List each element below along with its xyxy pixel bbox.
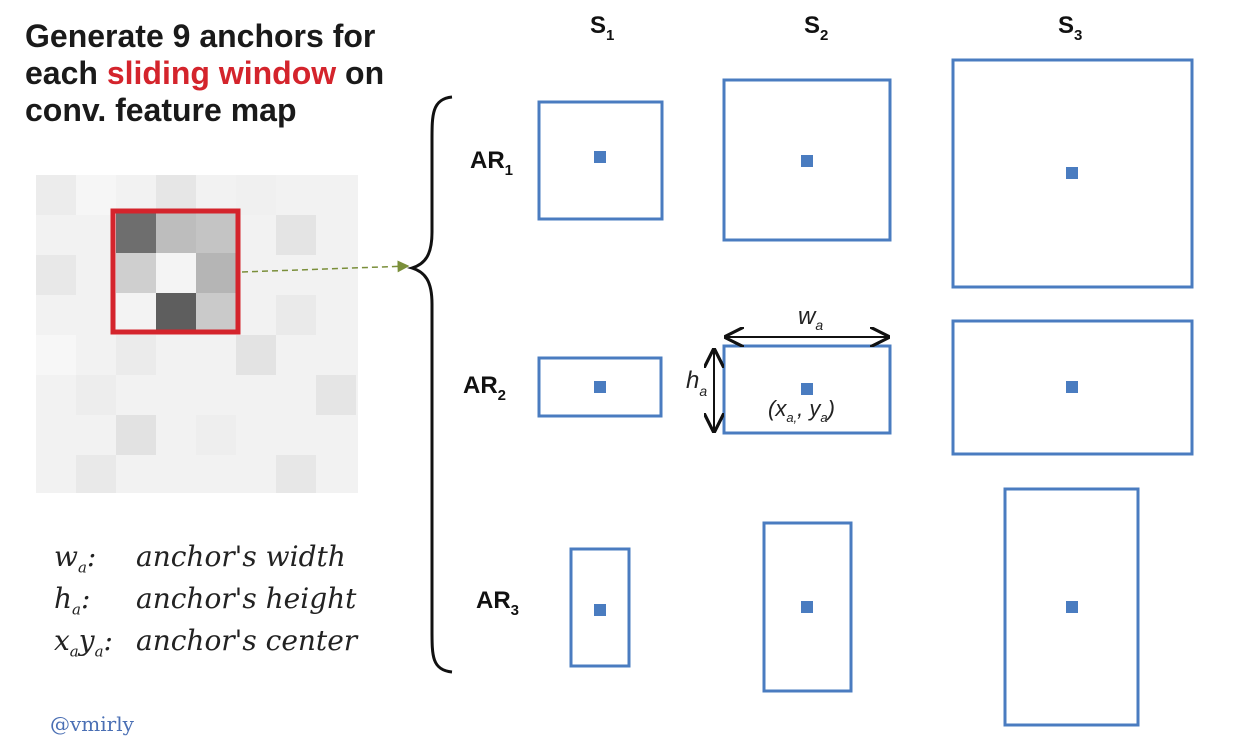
center-dot-ar2-s3 [1066, 381, 1078, 393]
center-dot-ar3-s1 [594, 604, 606, 616]
center-dot-ar1-s2 [801, 155, 813, 167]
title-highlight: sliding window [106, 55, 337, 91]
anchor-box-ar3-s1 [569, 547, 631, 668]
anchor-box-ar2-s3 [951, 319, 1194, 456]
center-dot-ar2-s2 [801, 383, 813, 395]
anchor-box-ar1-s2 [722, 78, 892, 242]
anchor-box-ar1-s3 [951, 58, 1194, 289]
title-suffix: on conv. feature map [25, 55, 385, 128]
sliding-window [110, 208, 241, 335]
center-dot-ar2-s1 [594, 381, 606, 393]
center-dot-ar3-s2 [801, 601, 813, 613]
legend-height: ha:anchor's height [54, 582, 357, 619]
anchor-box-ar2-s1 [537, 356, 663, 418]
scale-label-s3: S3 [1058, 12, 1082, 44]
anchor-box-ar1-s1 [537, 100, 664, 221]
anchor-box-ar3-s3 [1003, 487, 1140, 727]
scale-label-s2: S2 [804, 12, 828, 44]
diagram-title: Generate 9 anchors for each sliding wind… [25, 18, 445, 129]
center-dot-ar1-s1 [594, 151, 606, 163]
legend-width: wa:anchor's width [54, 540, 346, 577]
credit-watermark: @vmirly [50, 712, 134, 736]
center-label: (xa,, ya) [768, 396, 835, 425]
center-dot-ar3-s3 [1066, 601, 1078, 613]
height-label: ha [686, 367, 707, 399]
legend-center: xaya:anchor's center [54, 624, 358, 661]
width-label: wa [798, 303, 823, 333]
center-dot-ar1-s3 [1066, 167, 1078, 179]
legend-width-text: anchor's width [136, 540, 346, 573]
title-prefix: Generate 9 anchors for each [25, 18, 376, 91]
scale-label-s1: S1 [590, 12, 614, 44]
legend-center-text: anchor's center [136, 624, 358, 657]
anchor-box-ar3-s2 [762, 521, 853, 693]
legend-height-text: anchor's height [136, 582, 357, 615]
ar-label-1: AR1 [470, 147, 513, 179]
ar-label-2: AR2 [463, 372, 506, 404]
ar-label-3: AR3 [476, 587, 519, 619]
curly-brace [406, 95, 453, 674]
window-to-anchors-arrow [241, 260, 410, 273]
